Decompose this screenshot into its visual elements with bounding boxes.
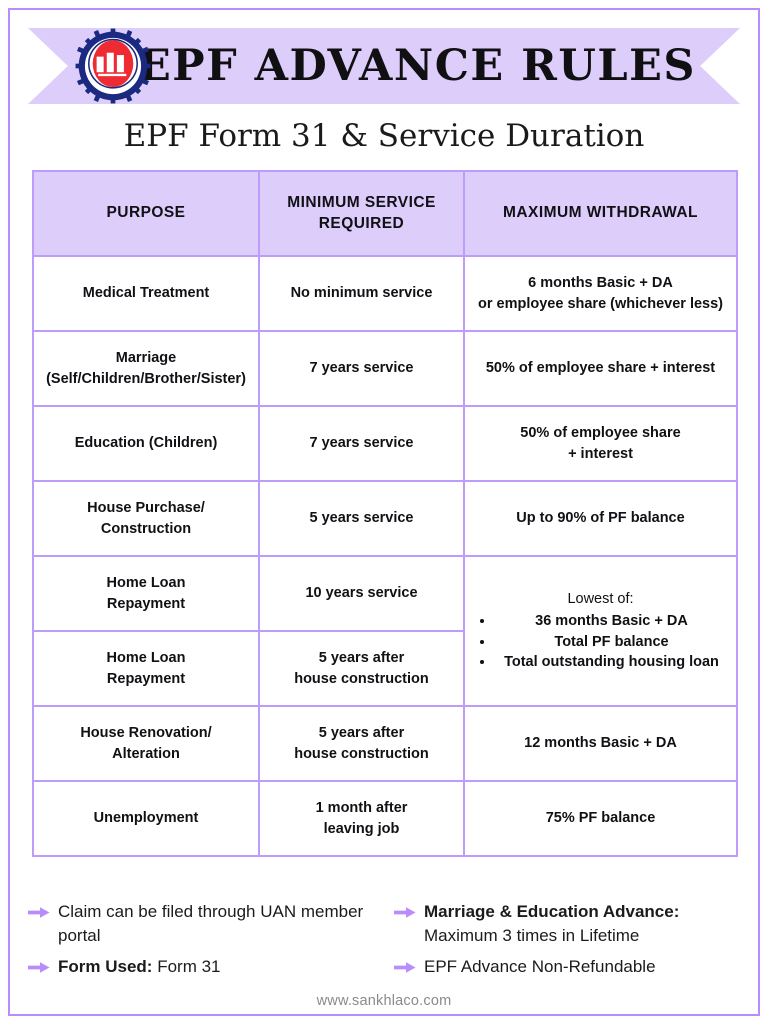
- page-subtitle: EPF Form 31 & Service Duration: [123, 118, 645, 154]
- notes-column-right: Marriage & Education Advance: Maximum 3 …: [394, 900, 740, 986]
- cell-purpose: Unemployment: [32, 780, 260, 857]
- note-item: Claim can be filed through UAN member po…: [28, 900, 374, 948]
- note-body: Claim can be filed through UAN member po…: [58, 902, 364, 946]
- note-item: Form Used: Form 31: [28, 955, 374, 979]
- column-header-maximum-withdrawal: MAXIMUM WITHDRAWAL: [463, 170, 738, 257]
- table-row: Marriage (Self/Children/Brother/Sister) …: [32, 330, 738, 407]
- cell-service: No minimum service: [258, 255, 465, 332]
- website-url: www.sankhlaco.com: [316, 993, 452, 1009]
- page-title: EPF ADVANCE RULES: [138, 40, 696, 91]
- table-row: Education (Children) 7 years service 50%…: [32, 405, 738, 482]
- cell-service: 5 years service: [258, 480, 465, 557]
- cell-purpose: Education (Children): [32, 405, 260, 482]
- banner-ribbon: EPF ADVANCE RULES: [28, 28, 740, 104]
- cell-maximum: 6 months Basic + DA or employee share (w…: [463, 255, 738, 332]
- column-header-purpose: PURPOSE: [32, 170, 260, 257]
- note-bold: Form Used:: [58, 957, 153, 977]
- note-item: EPF Advance Non-Refundable: [394, 955, 740, 979]
- note-body: Maximum 3 times in Lifetime: [424, 926, 640, 946]
- cell-purpose: Home Loan Repayment: [32, 630, 260, 707]
- note-text: Marriage & Education Advance: Maximum 3 …: [424, 900, 740, 948]
- note-text: Form Used: Form 31: [58, 955, 221, 979]
- table-row: Home Loan Repayment 5 years after house …: [32, 630, 737, 707]
- list-item: Total PF balance: [495, 632, 728, 653]
- cell-purpose: House Purchase/ Construction: [32, 480, 260, 557]
- notes-column-left: Claim can be filed through UAN member po…: [28, 900, 374, 986]
- cell-service: 5 years after house construction: [258, 630, 465, 707]
- note-body: EPF Advance Non-Refundable: [424, 957, 656, 977]
- cell-service: 7 years service: [258, 330, 465, 407]
- cell-service: 10 years service: [258, 555, 465, 632]
- cell-purpose: Marriage (Self/Children/Brother/Sister): [32, 330, 260, 407]
- cell-maximum-merged: Lowest of: 36 months Basic + DA Total PF…: [463, 555, 738, 707]
- note-item: Marriage & Education Advance: Maximum 3 …: [394, 900, 740, 948]
- epfo-logo: [75, 28, 151, 104]
- cell-service: 5 years after house construction: [258, 705, 465, 782]
- header-banner: EPF ADVANCE RULES: [28, 28, 740, 104]
- epf-advance-rules-table: PURPOSE MINIMUM SERVICE REQUIRED MAXIMUM…: [32, 170, 738, 857]
- cell-service: 1 month after leaving job: [258, 780, 465, 857]
- table-row: House Renovation/ Alteration 5 years aft…: [32, 705, 738, 782]
- cell-maximum: 12 months Basic + DA: [463, 705, 738, 782]
- merged-bullet-list: 36 months Basic + DA Total PF balance To…: [473, 611, 728, 673]
- cell-maximum: 50% of employee share + interest: [463, 405, 738, 482]
- merged-lead-text: Lowest of:: [567, 591, 634, 608]
- table-row: House Purchase/ Construction 5 years ser…: [32, 480, 738, 557]
- arrow-right-icon: [394, 962, 416, 974]
- cell-maximum: 50% of employee share + interest: [463, 330, 738, 407]
- table-row: Home Loan Repayment 10 years service Low…: [32, 555, 738, 707]
- cell-service: 7 years service: [258, 405, 465, 482]
- arrow-right-icon: [394, 907, 416, 918]
- cell-purpose: Medical Treatment: [32, 255, 260, 332]
- note-text: EPF Advance Non-Refundable: [424, 955, 656, 979]
- list-item: 36 months Basic + DA: [495, 611, 728, 632]
- cell-purpose: House Renovation/ Alteration: [32, 705, 260, 782]
- arrow-right-icon: [28, 962, 50, 974]
- arrow-right-icon: [28, 907, 50, 918]
- cell-maximum: 75% PF balance: [463, 780, 738, 857]
- table-header-row: PURPOSE MINIMUM SERVICE REQUIRED MAXIMUM…: [32, 170, 738, 257]
- list-item: Total outstanding housing loan: [495, 652, 728, 673]
- note-text: Claim can be filed through UAN member po…: [58, 900, 374, 948]
- note-body: Form 31: [152, 957, 221, 977]
- cell-maximum: Up to 90% of PF balance: [463, 480, 738, 557]
- column-header-minimum-service: MINIMUM SERVICE REQUIRED: [258, 170, 465, 257]
- note-bold: Marriage & Education Advance:: [424, 902, 680, 921]
- table-row: Medical Treatment No minimum service 6 m…: [32, 255, 738, 332]
- cell-purpose: Home Loan Repayment: [32, 555, 260, 632]
- footer-notes: Claim can be filed through UAN member po…: [28, 900, 740, 986]
- table-row: Unemployment 1 month after leaving job 7…: [32, 780, 738, 857]
